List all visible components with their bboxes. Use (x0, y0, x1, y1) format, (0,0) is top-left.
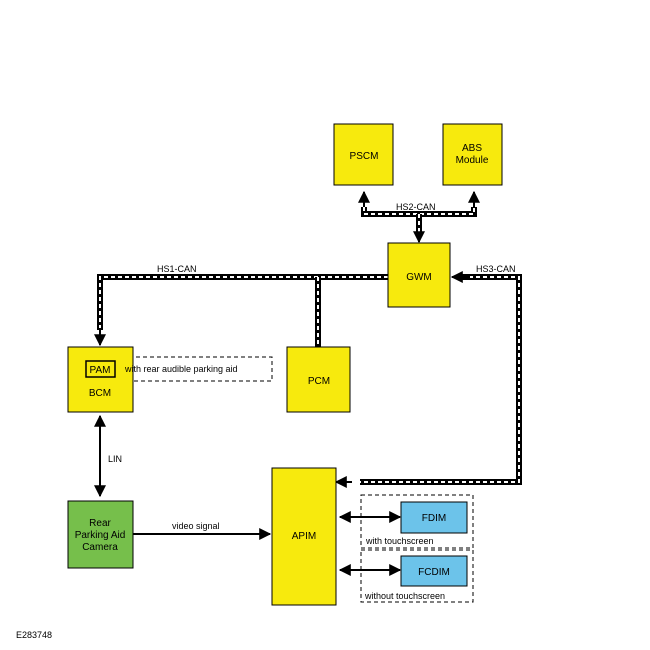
pcm-label: PCM (308, 376, 330, 387)
gwm-module: GWM (387, 242, 451, 308)
apim-label: APIM (292, 531, 316, 542)
with-touchscreen-note: with touchscreen (365, 536, 434, 546)
hs1-can-label: HS1-CAN (157, 264, 197, 274)
without-touchscreen-note: without touchscreen (364, 591, 445, 601)
hs1-can-bus (94, 274, 388, 347)
gwm-label: GWM (406, 272, 432, 283)
abs-label-line2: Module (456, 155, 489, 166)
apim-module: APIM (271, 467, 337, 606)
abs-module: ABS Module (442, 123, 503, 186)
with-touchscreen-frame (360, 494, 474, 549)
fdim-label: FDIM (422, 513, 446, 524)
rear-parking-aid-camera: Rear Parking Aid Camera (67, 500, 134, 569)
camera-label-line1: Rear (89, 518, 111, 529)
pam-option-note: with rear audible parking aid (124, 364, 238, 374)
bcm-label: BCM (89, 388, 111, 399)
fcdim-module: FCDIM (400, 555, 468, 587)
pscm-label: PSCM (350, 151, 379, 162)
camera-label-line2: Parking Aid (75, 530, 126, 541)
fcdim-label: FCDIM (418, 567, 450, 578)
lin-label: LIN (108, 454, 122, 464)
figure-id: E283748 (16, 630, 52, 640)
abs-label-line1: ABS (462, 143, 482, 154)
hs2-can-bus (358, 190, 480, 244)
bcm-module: BCM (67, 346, 134, 413)
pam-label: PAM (90, 365, 111, 376)
can-bus-lines (94, 190, 522, 488)
hs3-can-label: HS3-CAN (476, 264, 516, 274)
camera-label-line3: Camera (82, 542, 118, 553)
hs2-can-label: HS2-CAN (396, 202, 436, 212)
without-touchscreen-frame (360, 549, 474, 603)
hs3-can-bus (334, 271, 522, 488)
fdim-module: FDIM (400, 501, 468, 534)
pam-module: PAM (85, 360, 116, 378)
video-signal-label: video signal (172, 521, 220, 531)
pscm-module: PSCM (333, 123, 394, 186)
pcm-module: PCM (286, 346, 351, 413)
